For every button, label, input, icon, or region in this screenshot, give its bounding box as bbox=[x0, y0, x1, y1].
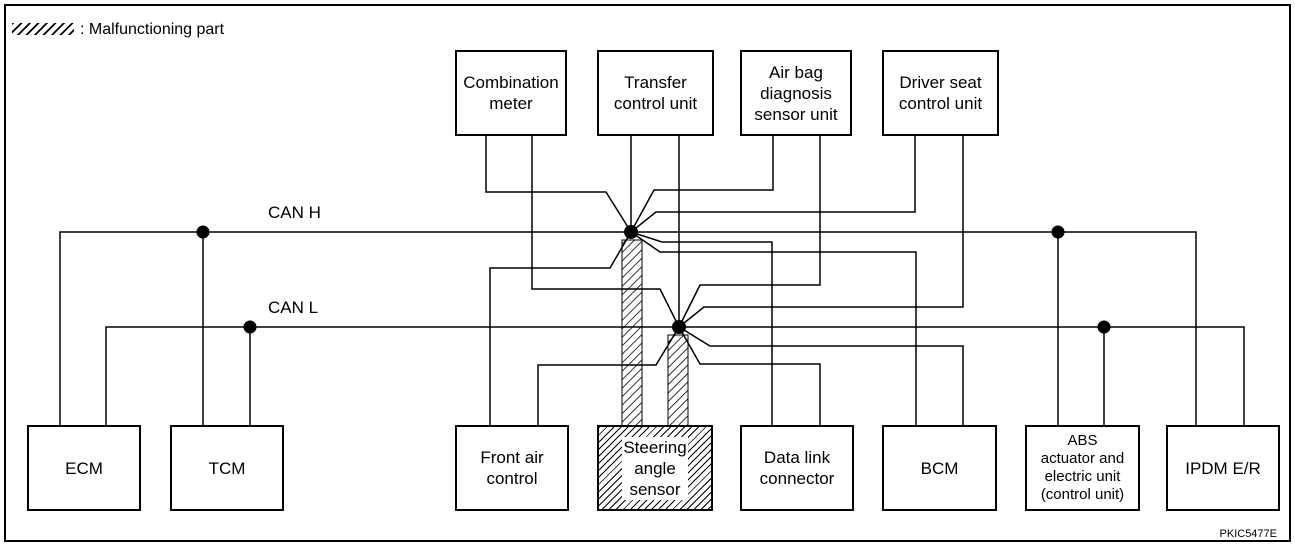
abs-actuator-box: ABS actuator and electric unit (control … bbox=[1025, 425, 1140, 511]
air-bag-can-l-wire bbox=[678, 136, 821, 328]
air-bag-diagnosis-sensor-unit-label: Air bag diagnosis sensor unit bbox=[754, 62, 838, 124]
can-l-main-junction bbox=[672, 320, 686, 334]
driver-seat-can-l-wire bbox=[678, 136, 964, 328]
figure-code: PKIC5477E bbox=[1219, 528, 1277, 540]
abs-actuator-label: ABS actuator and electric unit (control … bbox=[1040, 432, 1125, 503]
front-air-can-l-wire bbox=[537, 326, 680, 425]
ipdm-er-label: IPDM E/R bbox=[1185, 458, 1261, 478]
hatch-legend-swatch bbox=[12, 23, 74, 35]
ecm-box: ECM bbox=[27, 425, 141, 511]
ecm-label: ECM bbox=[65, 458, 103, 478]
transfer-control-unit-label: Transfer control unit bbox=[613, 73, 698, 113]
combination-meter-box: Combination meter bbox=[455, 50, 567, 136]
steering-angle-sensor-box: Steering angle sensor bbox=[597, 425, 713, 511]
can-l-junction-tcm bbox=[243, 320, 257, 334]
air-bag-diagnosis-sensor-unit-box: Air bag diagnosis sensor unit bbox=[740, 50, 852, 136]
driver-seat-control-unit-label: Driver seat control unit bbox=[898, 73, 983, 113]
data-link-connector-label: Data link connector bbox=[759, 448, 835, 488]
data-link-can-l-wire bbox=[678, 326, 821, 425]
bcm-box: BCM bbox=[882, 425, 997, 511]
bcm-label: BCM bbox=[920, 458, 959, 478]
diagram-frame bbox=[4, 4, 1291, 542]
can-l-label: CAN L bbox=[268, 298, 319, 317]
steering-can-l-hatched-wire bbox=[667, 334, 689, 427]
front-air-can-h-wire bbox=[489, 231, 632, 425]
air-bag-can-h-wire bbox=[630, 136, 774, 233]
driver-seat-control-unit-box: Driver seat control unit bbox=[882, 50, 999, 136]
data-link-can-h-wire bbox=[630, 231, 773, 425]
front-air-control-box: Front air control bbox=[455, 425, 569, 511]
bcm-can-h-wire bbox=[630, 231, 917, 425]
front-air-control-label: Front air control bbox=[480, 448, 544, 488]
can-h-junction-ecm bbox=[196, 225, 210, 239]
combination-meter-can-l-wire bbox=[531, 136, 680, 328]
legend-text: : Malfunctioning part bbox=[80, 21, 225, 38]
tcm-label: TCM bbox=[208, 458, 246, 478]
tcm-box: TCM bbox=[170, 425, 284, 511]
legend: : Malfunctioning part bbox=[12, 20, 224, 40]
driver-seat-can-h-wire bbox=[630, 136, 916, 233]
can-h-junction-abs bbox=[1051, 225, 1065, 239]
combination-meter-can-h-wire bbox=[485, 136, 632, 233]
steering-can-h-hatched-wire bbox=[621, 239, 643, 427]
can-l-junction-abs bbox=[1097, 320, 1111, 334]
data-link-connector-box: Data link connector bbox=[740, 425, 854, 511]
ipdm-er-box: IPDM E/R bbox=[1166, 425, 1280, 511]
steering-angle-sensor-label: Steering angle sensor bbox=[622, 436, 688, 500]
combination-meter-label: Combination meter bbox=[463, 73, 559, 113]
transfer-control-unit-box: Transfer control unit bbox=[597, 50, 714, 136]
bcm-can-l-wire bbox=[678, 326, 964, 425]
can-h-label: CAN H bbox=[268, 203, 321, 222]
can-h-main-junction bbox=[624, 225, 638, 239]
